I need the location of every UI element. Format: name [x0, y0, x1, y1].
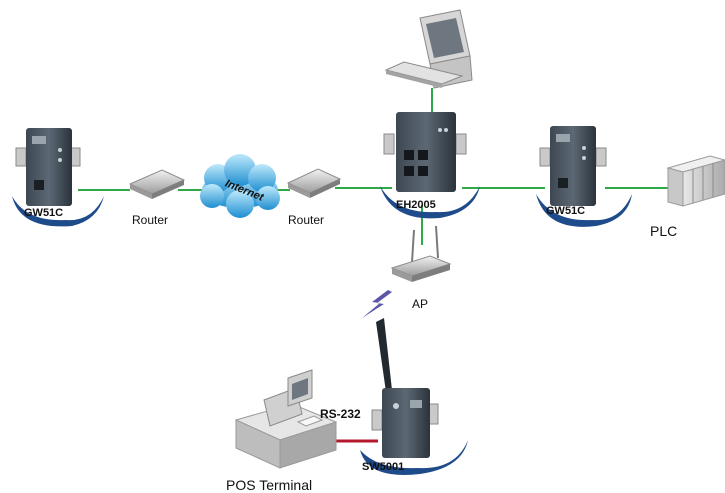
plc-label: PLC — [650, 223, 677, 239]
gw51c-left-device[interactable]: GW51C — [12, 128, 104, 227]
router-right-device[interactable]: Router — [286, 168, 342, 227]
pos-terminal-icon — [234, 369, 338, 469]
ap-label: AP — [412, 297, 428, 311]
ethernet-links — [78, 88, 668, 245]
rs232-label: RS-232 — [320, 407, 361, 421]
swoosh-icon — [380, 186, 480, 219]
pc-device[interactable] — [384, 9, 473, 89]
plc-device[interactable]: PLC — [650, 155, 725, 239]
ap-device[interactable]: AP — [390, 225, 452, 311]
wireless-bolt-icon — [362, 290, 392, 318]
din-rail-clip-icon — [371, 409, 383, 431]
sw5001-label: SW5001 — [362, 461, 404, 473]
gw51c-right-label: GW51C — [546, 205, 585, 217]
pos-terminal-device[interactable]: POS Terminal — [226, 369, 338, 493]
swoosh-icon — [536, 194, 632, 227]
sw5001-device[interactable]: SW5001 — [360, 318, 468, 475]
din-rail-clip-icon — [595, 147, 607, 167]
router-left-label: Router — [132, 213, 168, 227]
serial-server-module-icon — [382, 388, 430, 458]
din-rail-clip-icon — [15, 147, 27, 167]
din-rail-clip-icon — [455, 133, 467, 155]
plc-rack-icon — [666, 155, 725, 207]
internet-cloud[interactable]: Internet — [200, 154, 280, 218]
desktop-computer-icon — [384, 9, 473, 89]
eh2005-device[interactable]: EH2005 — [380, 112, 480, 219]
eh2005-label: EH2005 — [396, 199, 436, 211]
swoosh-icon — [12, 196, 104, 227]
gw51c-right-device[interactable]: GW51C — [536, 126, 632, 227]
router-left-device[interactable]: Router — [128, 169, 186, 227]
cloud-icon — [200, 154, 280, 218]
antenna-icon — [376, 318, 392, 392]
router-right-label: Router — [288, 213, 324, 227]
din-rail-clip-icon — [383, 133, 395, 155]
gw51c-left-label: GW51C — [24, 207, 63, 219]
pos-terminal-label: POS Terminal — [226, 477, 312, 493]
din-rail-clip-icon — [539, 147, 551, 167]
swoosh-icon — [360, 440, 468, 475]
access-point-icon — [390, 225, 452, 282]
